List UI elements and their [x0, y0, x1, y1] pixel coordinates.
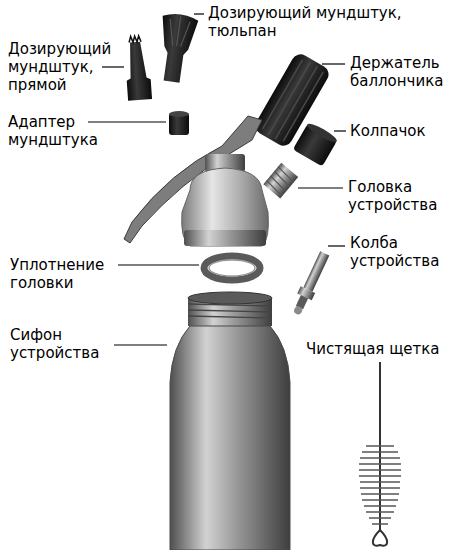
part-label: Головка устройства — [348, 178, 465, 214]
part-label: Уплотнение головки — [10, 256, 122, 292]
tulip-nozzle — [154, 12, 199, 84]
cap — [293, 121, 339, 167]
leader-lines — [88, 14, 346, 345]
head-valve-thread — [263, 163, 298, 199]
part-label: Чистящая щетка — [306, 340, 466, 358]
valve-insert — [289, 250, 332, 317]
head-seal — [204, 256, 260, 280]
part-label: Адаптер мундштука — [8, 113, 116, 149]
insert-ball — [293, 305, 304, 316]
leader-line — [194, 13, 204, 14]
leader-line — [88, 121, 166, 122]
part-label: Сифон устройства — [10, 326, 122, 362]
nozzle-petals — [167, 15, 191, 47]
part-label: Держатель баллончика — [350, 54, 465, 90]
part-label: Колпачок — [350, 122, 465, 140]
bottle-body — [170, 326, 290, 550]
thread-lines — [265, 167, 295, 196]
part-label: Дозирующий мундштук, тюльпан — [208, 4, 463, 40]
leader-line — [322, 63, 345, 64]
adapter-top — [169, 111, 189, 117]
head-body — [182, 168, 269, 246]
nozzle-body — [124, 41, 152, 101]
part-label: Дозирующий мундштук, прямой — [8, 40, 116, 94]
part-label: Колба устройства — [350, 234, 465, 270]
head-band — [184, 230, 266, 246]
bottle-rim — [188, 292, 272, 304]
leader-line — [334, 130, 346, 131]
bottle-thread — [188, 304, 272, 318]
brush-bristles — [359, 446, 401, 524]
leader-line — [114, 344, 167, 345]
nozzle-tip — [129, 36, 141, 43]
cap-top — [305, 121, 338, 145]
leader-line — [118, 264, 199, 265]
brush-loop — [373, 530, 387, 546]
seal-highlight — [209, 260, 255, 276]
nozzle-body — [154, 12, 199, 84]
leader-line — [298, 187, 343, 188]
leader-line — [102, 66, 124, 67]
thread-body — [263, 163, 298, 199]
insert-stem — [303, 251, 329, 291]
straight-nozzle — [124, 35, 152, 101]
leader-line — [328, 245, 345, 246]
